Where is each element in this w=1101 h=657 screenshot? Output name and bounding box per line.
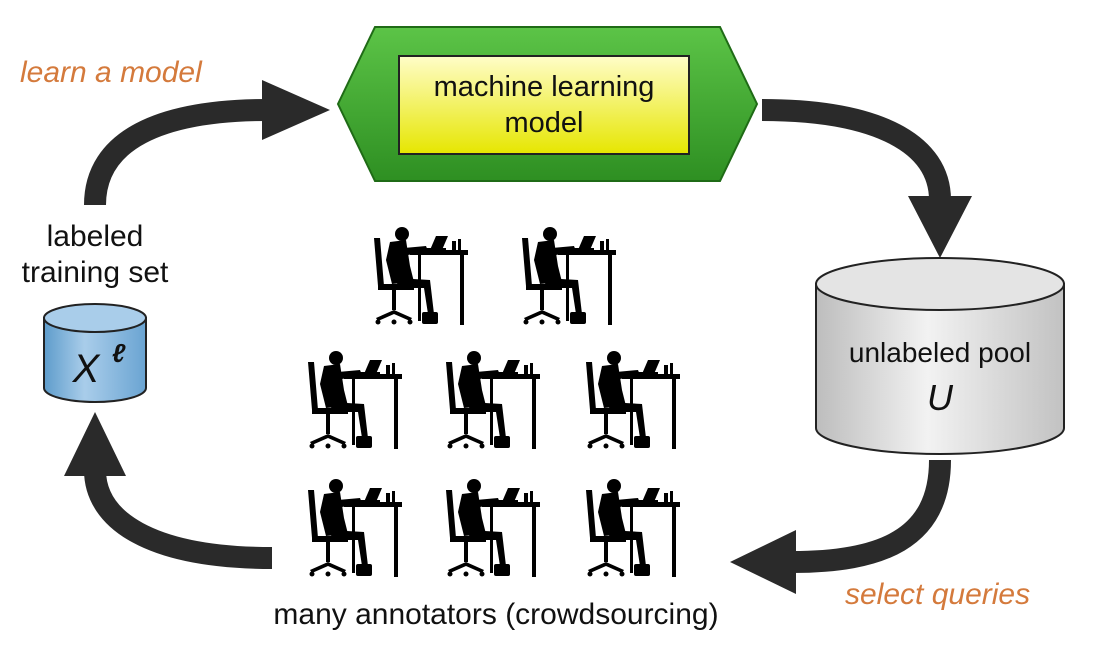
annotator-icon	[374, 227, 468, 325]
label-arrowhead	[64, 412, 126, 476]
select-arrow	[791, 459, 951, 573]
cycle-arrows	[64, 80, 972, 594]
select-queries-label: select queries	[845, 578, 1030, 611]
annotators-group	[308, 227, 680, 577]
learn-model-label: learn a model	[20, 56, 203, 89]
annotators-caption: many annotators (crowdsourcing)	[273, 598, 718, 631]
unlabeled-pool-symbol: U	[927, 377, 954, 418]
query-arrowhead	[908, 196, 972, 258]
training-set-cylinder: X ℓ	[43, 303, 147, 403]
learn-arrowhead	[262, 80, 330, 140]
unlabeled-pool-cylinder: unlabeled pool U	[815, 257, 1065, 455]
training-set-superscript: ℓ	[112, 338, 126, 368]
training-set-label-line1: labeled	[47, 220, 144, 253]
label-arrow	[84, 469, 273, 569]
annotator-icon	[522, 227, 616, 325]
select-arrowhead	[730, 530, 796, 594]
annotator-icon	[586, 479, 680, 577]
training-set-symbol: X	[72, 347, 101, 391]
learn-arrow	[84, 99, 269, 206]
annotator-icon	[446, 479, 540, 577]
annotator-icon	[308, 351, 402, 449]
model-label-line1: machine learning	[434, 71, 655, 103]
model-label-line2: model	[505, 107, 584, 139]
model-hexagon: machine learning model	[336, 26, 759, 182]
unlabeled-pool-label: unlabeled pool	[849, 337, 1031, 368]
annotator-icon	[586, 351, 680, 449]
model-inner-box	[398, 55, 690, 155]
training-set-label-line2: training set	[22, 256, 169, 289]
annotator-icon	[446, 351, 540, 449]
query-arrow	[761, 99, 951, 201]
annotator-icon	[308, 479, 402, 577]
